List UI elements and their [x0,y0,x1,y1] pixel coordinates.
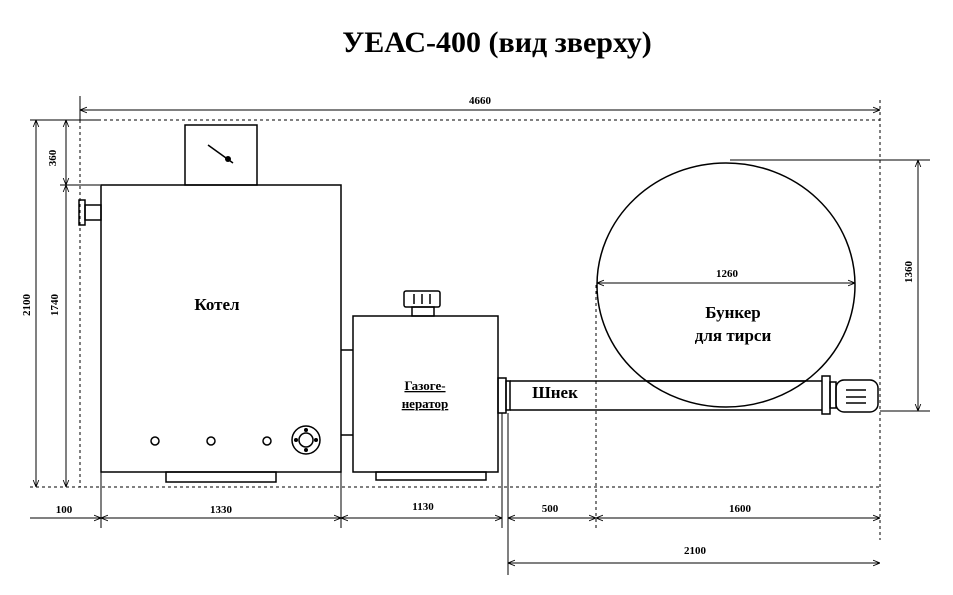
boiler-side-cap [78,199,86,226]
dim-total-height: 2100 [21,294,33,317]
dim-bunker-diameter-v: 1360 [903,261,915,284]
boiler-port-2 [206,436,216,446]
gasifier-label-line2: нератор [402,396,449,411]
bunker-body [596,162,856,408]
auger-flange-right [821,375,831,415]
auger-flange-left [497,377,507,414]
dim-total-length: 4660 [469,95,492,107]
boiler-port-1 [150,436,160,446]
gasifier-base [375,471,487,481]
dim-bunker-diameter-h: 1260 [716,268,739,280]
auger-motor-coupling [829,381,837,409]
boiler-base [165,471,277,483]
boiler-burner-bolt [304,428,308,432]
boiler-label: Котел [194,295,240,314]
auger-label: Шнек [532,383,578,402]
boiler-burner-bolt [314,438,318,442]
auger-motor [835,379,879,413]
auger-flange-left-inner [505,380,511,411]
gasifier-body [352,315,499,473]
gasifier-label-line1: Газоге- [404,378,445,393]
boiler-burner-inner [298,432,314,448]
boiler-top-unit [184,124,258,186]
dim-bunker-span: 1600 [729,503,752,515]
boiler-burner-bolt [294,438,298,442]
bunker-label-line1: Бункер [705,303,760,322]
boiler-side-flange [84,204,102,221]
boiler-burner-ring [291,425,321,455]
boiler-top-valve-knob [225,156,231,162]
dim-left-offset: 100 [56,504,73,516]
dim-boiler-height: 1740 [49,294,61,317]
dim-gasifier-width: 1130 [412,501,434,513]
gasifier-neck [411,306,435,317]
boiler-burner-bolt [304,448,308,452]
bunker-label-line2: для тирси [695,326,772,345]
dim-boiler-width: 1330 [210,504,233,516]
dim-auger-length: 2100 [684,545,707,557]
boiler-port-3 [262,436,272,446]
dim-top-offset: 360 [47,149,59,166]
dim-gap-to-bunker: 500 [542,503,559,515]
page-title: УЕАС-400 (вид зверху) [342,26,652,59]
